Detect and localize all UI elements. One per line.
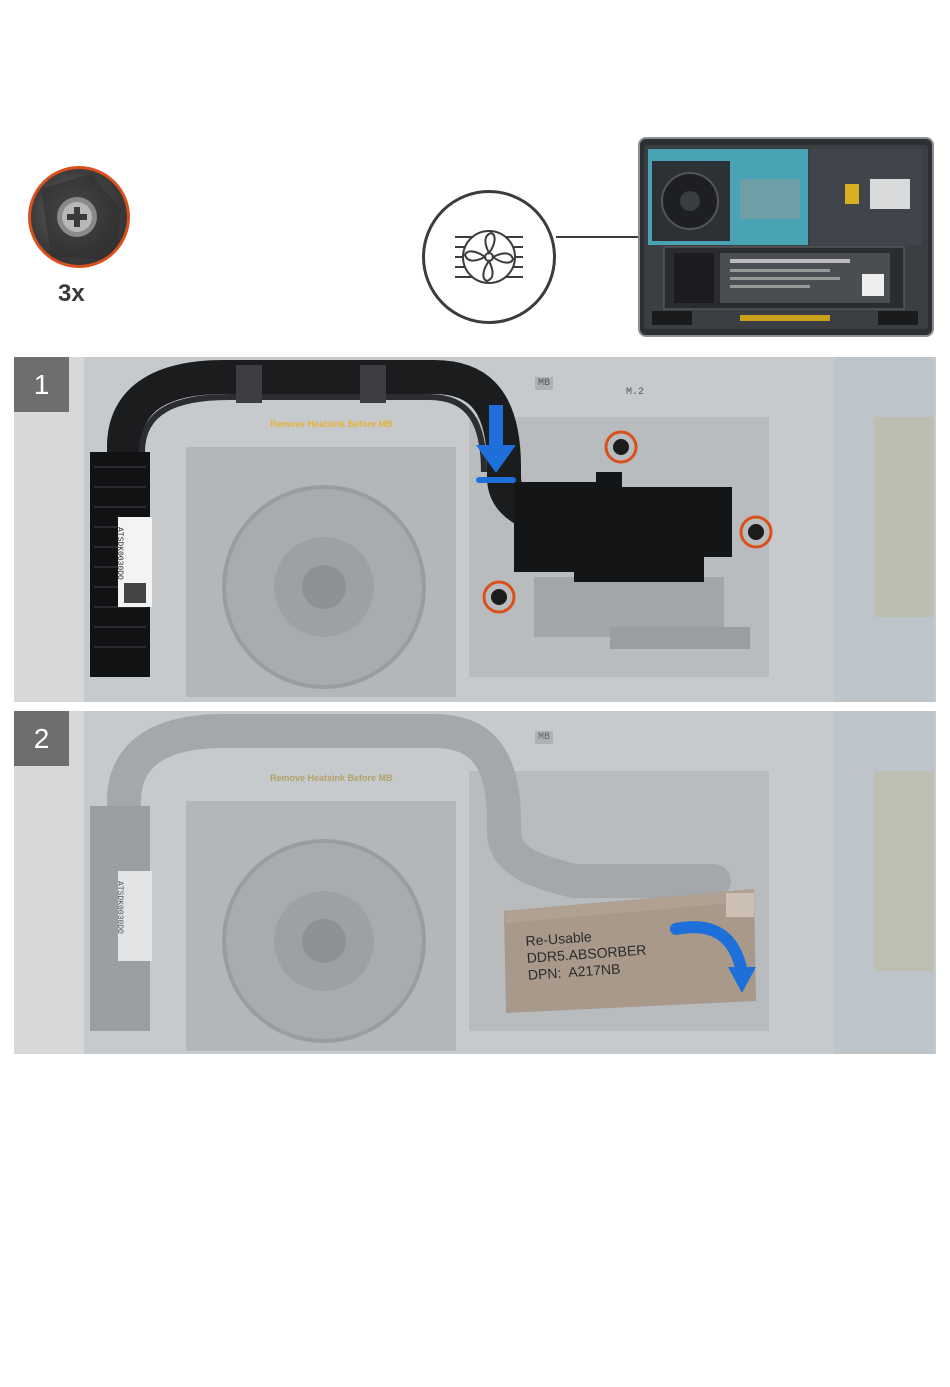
heatsink-sticker-text: ATSDK0030DO (115, 881, 124, 961)
heatsink-label: Remove Heatsink Before MB (270, 419, 393, 429)
fan-icon (422, 190, 556, 324)
pcb-label-m2: M.2 (626, 387, 644, 398)
screw-callout-icon (28, 166, 130, 268)
heatsink-sticker-text: ATSDK0030DO (115, 527, 124, 607)
heatsink-label: Remove Heatsink Before MB (270, 773, 393, 783)
screw-count-label: 3x (58, 280, 85, 308)
step-2-badge: 2 (14, 711, 69, 766)
step-1-panel: Remove Heatsink Before MB MB M.2 ATSDK00… (14, 357, 936, 702)
step-1-badge: 1 (14, 357, 69, 412)
pcb-label-mb: MB (535, 731, 553, 744)
absorber-label: Re-Usable DDR5.ABSORBER DPN: A217NB (525, 925, 648, 984)
step-2-panel: Remove Heatsink Before MB MB ATSDK0030DO… (14, 711, 936, 1054)
laptop-overview-image (638, 137, 934, 337)
pcb-label-mb: MB (535, 377, 553, 390)
